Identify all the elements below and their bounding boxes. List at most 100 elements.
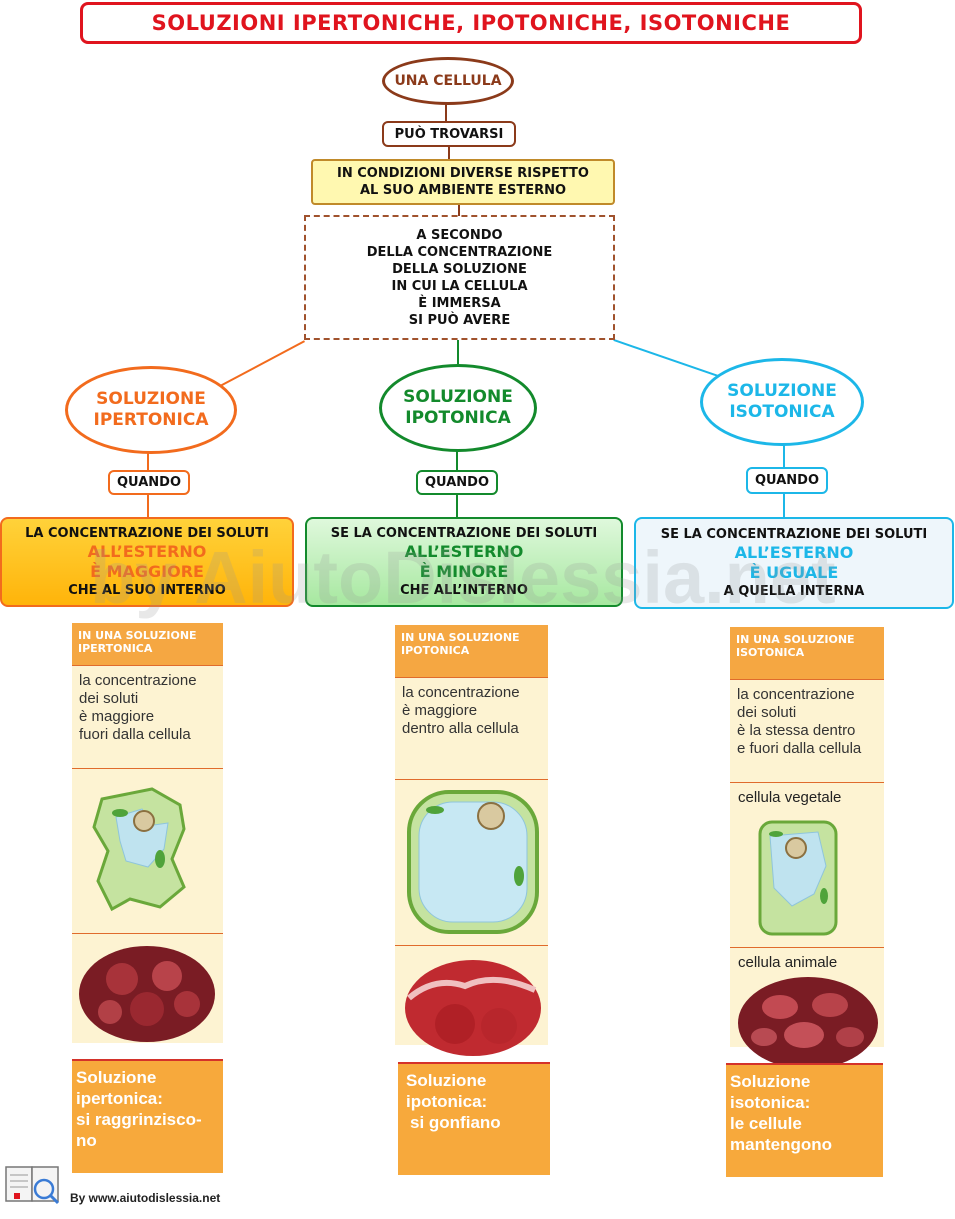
connector-line-green [456,451,458,471]
link-label: PUÒ TROVARSI [382,121,516,147]
conditions-line: IN CONDIZIONI DIVERSE RISPETTO [337,166,589,181]
conditions-box: IN CONDIZIONI DIVERSE RISPETTO AL SUO AM… [311,159,615,205]
footer-credit: By www.aiutodislessia.net [70,1191,221,1205]
desc-bottom: CHE AL SUO INTERNO [68,583,226,598]
normal-plant-cell-image [758,820,838,936]
connector-line-orange [147,453,149,471]
desc-mid: È MAGGIORE [90,562,204,581]
panel-head-line: ISOTONICA [736,646,805,659]
caption-line: ipertonica: [76,1089,163,1108]
connector-line-orange [147,494,149,518]
shrunken-plant-cell-image [72,787,223,934]
animal-cell-label: cellula animale [738,954,838,971]
panel-head-line: IPOTONICA [401,644,470,657]
isotonic-node-line: SOLUZIONE [727,381,837,401]
plant-cell-label: cellula vegetale [738,789,842,806]
connector-line-green [456,494,458,518]
conditions-line: AL SUO AMBIENTE ESTERNO [359,183,567,198]
panel-head-line: IPERTONICA [78,642,153,655]
panel-text-line: è maggiore [402,702,478,719]
hypertonic-node: SOLUZIONE IPERTONICA [65,366,237,454]
hypotonic-description: SE LA CONCENTRAZIONE DEI SOLUTI ALL’ESTE… [305,517,623,607]
panel-text: la concentrazione è maggiore dentro alla… [395,678,548,780]
caption-line: ipotonica: [406,1092,488,1111]
connector-line-green [457,340,459,364]
panel-head-line: IN UNA SOLUZIONE [78,629,197,642]
connector-line-blue [613,339,719,377]
panel-text-line: la concentrazione [402,684,520,701]
when-label-hypotonic: QUANDO [416,470,498,495]
caption-line: no [76,1131,97,1150]
normal-red-blood-cells-image [738,977,878,1069]
panel-text-line: la concentrazione [79,672,197,689]
panel-text-line: la concentrazione [737,686,855,703]
isotonic-description: SE LA CONCENTRAZIONE DEI SOLUTI ALL’ESTE… [634,517,954,609]
panel-text-line: e fuori dalla cellula [737,740,862,757]
panel-head-line: IN UNA SOLUZIONE [401,631,520,644]
depending-box: A SECONDO DELLA CONCENTRAZIONE DELLA SOL… [304,215,615,340]
caption-line: Soluzione [730,1072,811,1091]
hypotonic-node-line: SOLUZIONE [403,387,513,407]
depending-line: IN CUI LA CELLULA [391,278,528,294]
panel-head: IN UNA SOLUZIONE IPOTONICA [395,625,548,678]
hypotonic-panel: IN UNA SOLUZIONE IPOTONICA la concentraz… [395,625,548,1056]
hypotonic-node-line: IPOTONICA [405,408,511,428]
desc-mid: È UGUALE [749,563,839,582]
depending-line: È IMMERSA [418,295,501,311]
when-label-isotonic: QUANDO [746,467,828,494]
book-logo-icon [5,1166,60,1205]
caption-line: isotonica: [730,1093,811,1112]
desc-top: SE LA CONCENTRAZIONE DEI SOLUTI [330,526,598,541]
hypotonic-caption: Soluzione ipotonica: si gonfiano [398,1062,550,1175]
panel-head: IN UNA SOLUZIONE IPERTONICA [72,623,223,666]
desc-mid: ALL’ESTERNO [404,542,524,561]
isotonic-node: SOLUZIONE ISOTONICA [700,358,864,446]
panel-head-line: IN UNA SOLUZIONE [736,633,855,646]
swollen-red-blood-cells-image [405,960,541,1056]
hypertonic-description: LA CONCENTRAZIONE DEI SOLUTI ALL’ESTERNO… [0,517,294,607]
caption-line: mantengono [730,1135,832,1154]
hypotonic-node: SOLUZIONE IPOTONICA [379,364,537,452]
desc-top: SE LA CONCENTRAZIONE DEI SOLUTI [660,527,928,542]
isotonic-node-line: ISOTONICA [729,402,835,422]
page-title: SOLUZIONI IPERTONICHE, IPOTONICHE, ISOTO… [80,2,862,44]
depending-line: A SECONDO [416,227,503,243]
panel-text-line: fuori dalla cellula [79,726,191,743]
depending-line: SI PUÒ AVERE [408,312,511,328]
panel-text-line: è la stessa dentro [737,722,856,739]
shrunken-red-blood-cells-image [79,946,215,1042]
connector-line-blue [783,493,785,517]
isotonic-caption: Soluzione isotonica: le cellule mantengo… [726,1063,883,1177]
connector-line [445,103,447,121]
hypertonic-panel: IN UNA SOLUZIONE IPERTONICA la concentra… [72,623,223,1043]
hypertonic-caption: Soluzione ipertonica: si raggrinzisco- n… [72,1059,223,1173]
panel-text-line: dentro alla cellula [402,720,519,737]
panel-text-line: dei soluti [737,704,797,721]
panel-text-line: è maggiore [79,708,155,725]
caption-line: Soluzione [406,1071,487,1090]
desc-top: LA CONCENTRAZIONE DEI SOLUTI [25,526,269,541]
connector-line-orange [211,340,305,392]
panel-head: IN UNA SOLUZIONE ISOTONICA [730,627,884,680]
desc-mid: ALL’ESTERNO [87,542,207,561]
desc-bottom: A QUELLA INTERNA [723,584,865,599]
depending-line: DELLA CONCENTRAZIONE [366,244,553,260]
swollen-plant-cell-image [395,790,548,946]
plant-cell-section: cellula vegetale [730,783,884,948]
caption-line: le cellule [730,1114,802,1133]
caption-line: si gonfiano [410,1113,501,1132]
desc-bottom: CHE ALL’INTERNO [400,583,528,598]
connector-line [448,146,450,160]
caption-line: Soluzione [76,1068,157,1087]
panel-text: la concentrazione dei soluti è la stessa… [730,680,884,783]
depending-line: DELLA SOLUZIONE [392,261,527,277]
caption-line: si raggrinzisco- [76,1110,202,1129]
root-node: UNA CELLULA [382,57,514,105]
hypertonic-node-line: SOLUZIONE [96,389,206,409]
when-label-hypertonic: QUANDO [108,470,190,495]
desc-mid: ALL’ESTERNO [734,543,854,562]
panel-text-line: dei soluti [79,690,139,707]
panel-text: la concentrazione dei soluti è maggiore … [72,666,223,769]
isotonic-panel: IN UNA SOLUZIONE ISOTONICA la concentraz… [730,627,884,1069]
desc-mid: È MINORE [419,562,509,581]
